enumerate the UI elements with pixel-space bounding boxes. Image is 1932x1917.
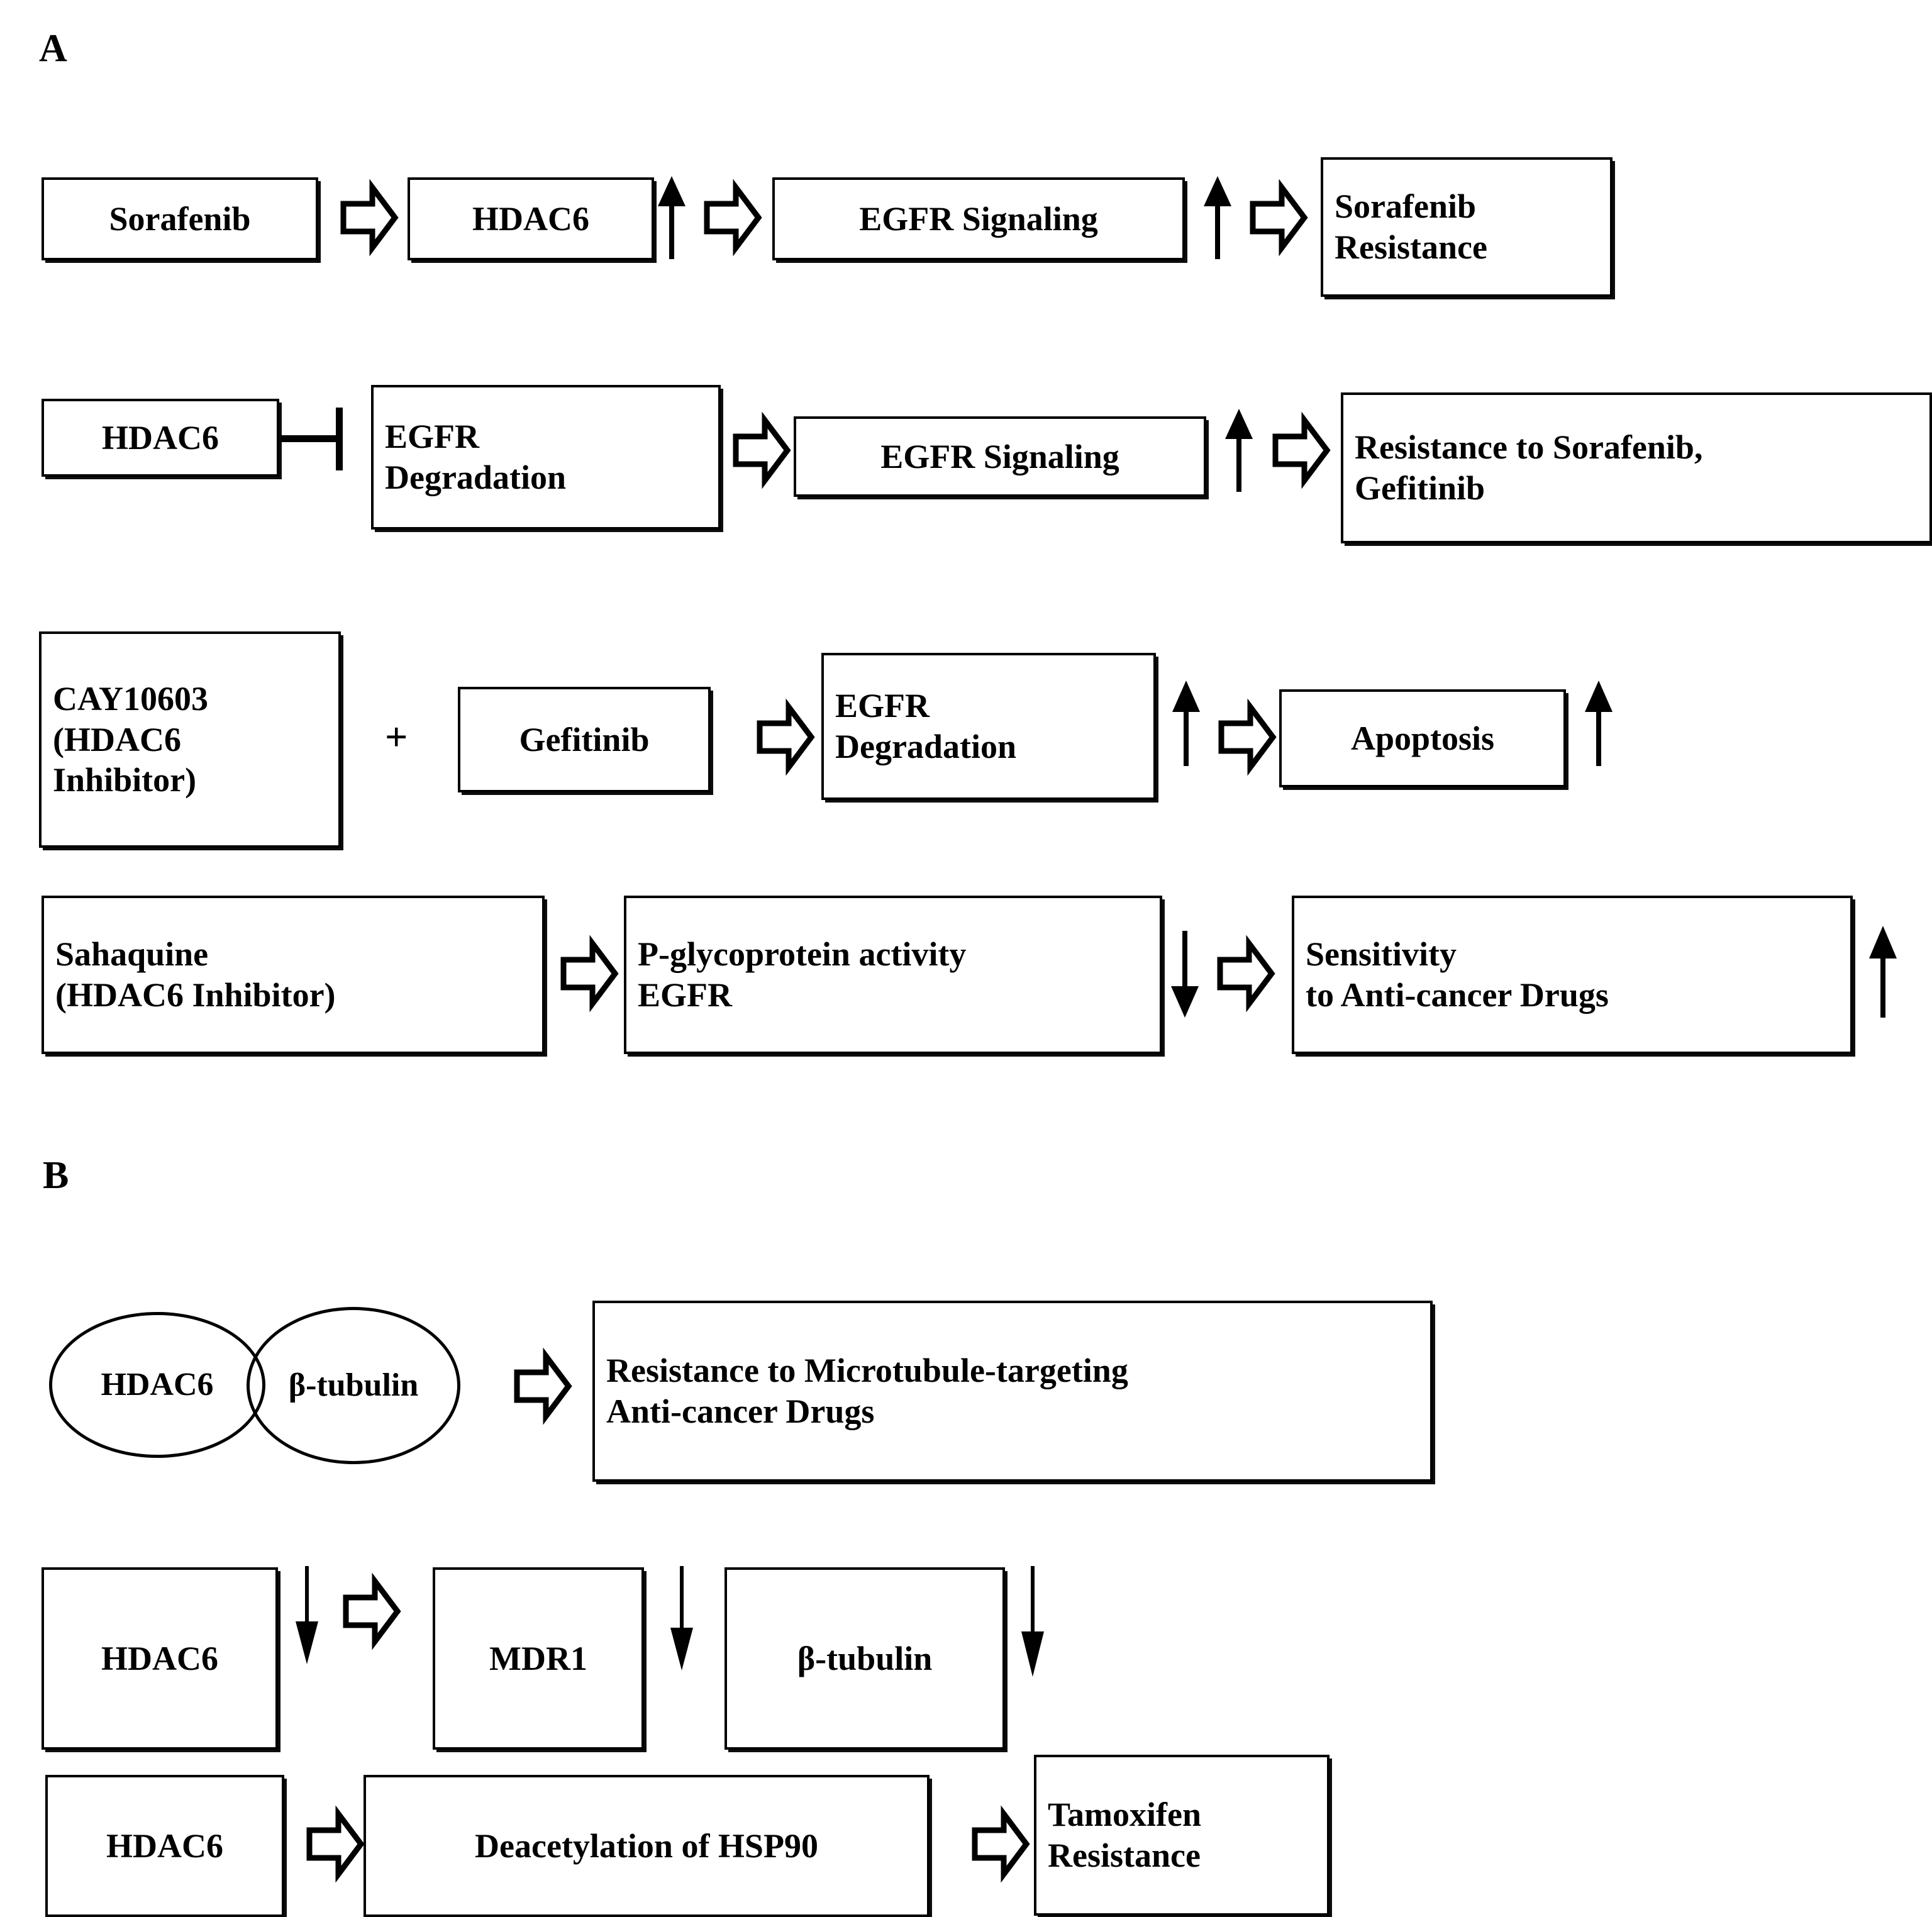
panel-b-letter: B [43, 1154, 69, 1197]
node-tamoxifen-resistance: Tamoxifen Resistance [1034, 1755, 1330, 1916]
block-arrow-right-icon [756, 698, 815, 776]
node-label: EGFR Degradation [835, 687, 1016, 765]
node-label: Resistance to Sorafenib, Gefitinib [1355, 428, 1703, 507]
block-arrow-right-icon [1216, 935, 1275, 1013]
down-arrow-icon [664, 1566, 699, 1673]
ellipse-beta-tubulin: β-tubulin [247, 1307, 460, 1464]
node-beta-tubulin-b2: β-tubulin [724, 1567, 1005, 1750]
down-arrow-icon [1167, 930, 1202, 1019]
node-egfr-degradation-a2: EGFR Degradation [371, 385, 721, 530]
node-label: HDAC6 [102, 418, 219, 457]
node-hdac6-b3: HDAC6 [45, 1775, 284, 1917]
node-sorafenib: Sorafenib [42, 177, 318, 260]
node-label: HDAC6 [101, 1639, 218, 1677]
block-arrow-right-icon [703, 179, 762, 257]
block-arrow-right-icon [1272, 411, 1331, 489]
node-resistance-sorafenib-gefitinib: Resistance to Sorafenib, Gefitinib [1341, 392, 1932, 543]
block-arrow-right-icon [1218, 698, 1277, 776]
node-label: β-tubulin [797, 1639, 933, 1677]
node-sensitivity-anticancer: Sensitivity to Anti-cancer Drugs [1292, 896, 1853, 1054]
ellipse-hdac6: HDAC6 [49, 1312, 265, 1458]
node-label: Sorafenib Resistance [1335, 187, 1487, 266]
block-arrow-right-icon [513, 1347, 572, 1425]
node-label: EGFR Signaling [859, 199, 1098, 238]
node-egfr-signaling-a2: EGFR Signaling [794, 416, 1206, 497]
block-arrow-right-icon [340, 179, 399, 257]
node-mdr1: MDR1 [433, 1567, 644, 1750]
inhibition-bar-icon [280, 408, 353, 473]
block-arrow-right-icon [971, 1805, 1030, 1883]
node-label: Resistance to Microtubule-targeting Anti… [606, 1352, 1128, 1430]
down-arrow-icon [1015, 1566, 1050, 1679]
block-arrow-right-icon [342, 1572, 401, 1650]
node-deacetylation-hsp90: Deacetylation of HSP90 [364, 1775, 930, 1917]
node-cay10603: CAY10603 (HDAC6 Inhibitor) [39, 631, 341, 848]
up-arrow-icon [1221, 408, 1257, 493]
node-label: Apoptosis [1350, 719, 1495, 757]
node-apoptosis: Apoptosis [1279, 689, 1566, 787]
node-sahaquine: Sahaquine (HDAC6 Inhibitor) [42, 896, 545, 1054]
node-resistance-microtubule-drugs: Resistance to Microtubule-targeting Anti… [592, 1301, 1433, 1482]
node-label: Sorafenib [109, 199, 251, 238]
node-hdac6-b2: HDAC6 [42, 1567, 278, 1750]
node-label: Sensitivity to Anti-cancer Drugs [1306, 935, 1609, 1014]
down-arrow-icon [289, 1566, 325, 1667]
node-label: Deacetylation of HSP90 [475, 1826, 818, 1865]
block-arrow-right-icon [1249, 179, 1308, 257]
block-arrow-right-icon [560, 935, 619, 1013]
up-arrow-icon [654, 175, 689, 260]
node-pgp-activity-egfr: P-glycoprotein activity EGFR [624, 896, 1162, 1054]
node-gefitinib: Gefitinib [458, 687, 711, 792]
block-arrow-right-icon [732, 411, 791, 489]
node-label: Gefitinib [519, 720, 650, 758]
panel-a-letter: A [39, 27, 67, 70]
block-arrow-right-icon [306, 1805, 365, 1883]
node-label: EGFR Degradation [385, 418, 566, 496]
node-egfr-signaling-a1: EGFR Signaling [772, 177, 1185, 260]
node-label: HDAC6 [106, 1826, 223, 1865]
up-arrow-icon [1200, 175, 1235, 260]
node-label: P-glycoprotein activity EGFR [638, 935, 967, 1014]
node-label: MDR1 [489, 1639, 587, 1677]
node-hdac6-a1: HDAC6 [408, 177, 654, 260]
node-label: Tamoxifen Resistance [1048, 1796, 1202, 1874]
node-sorafenib-resistance: Sorafenib Resistance [1321, 157, 1613, 297]
node-hdac6-a2: HDAC6 [42, 399, 279, 477]
node-label: Sahaquine (HDAC6 Inhibitor) [55, 935, 336, 1014]
node-egfr-degradation-a3: EGFR Degradation [821, 653, 1156, 800]
node-label: CAY10603 (HDAC6 Inhibitor) [53, 679, 209, 799]
up-arrow-icon [1169, 679, 1204, 767]
ellipse-label: β-tubulin [288, 1367, 419, 1403]
plus-symbol: + [385, 714, 408, 759]
up-arrow-icon [1865, 925, 1901, 1019]
ellipse-label: HDAC6 [101, 1367, 214, 1403]
node-label: EGFR Signaling [880, 437, 1119, 475]
node-label: HDAC6 [472, 199, 589, 238]
up-arrow-icon [1581, 679, 1616, 767]
